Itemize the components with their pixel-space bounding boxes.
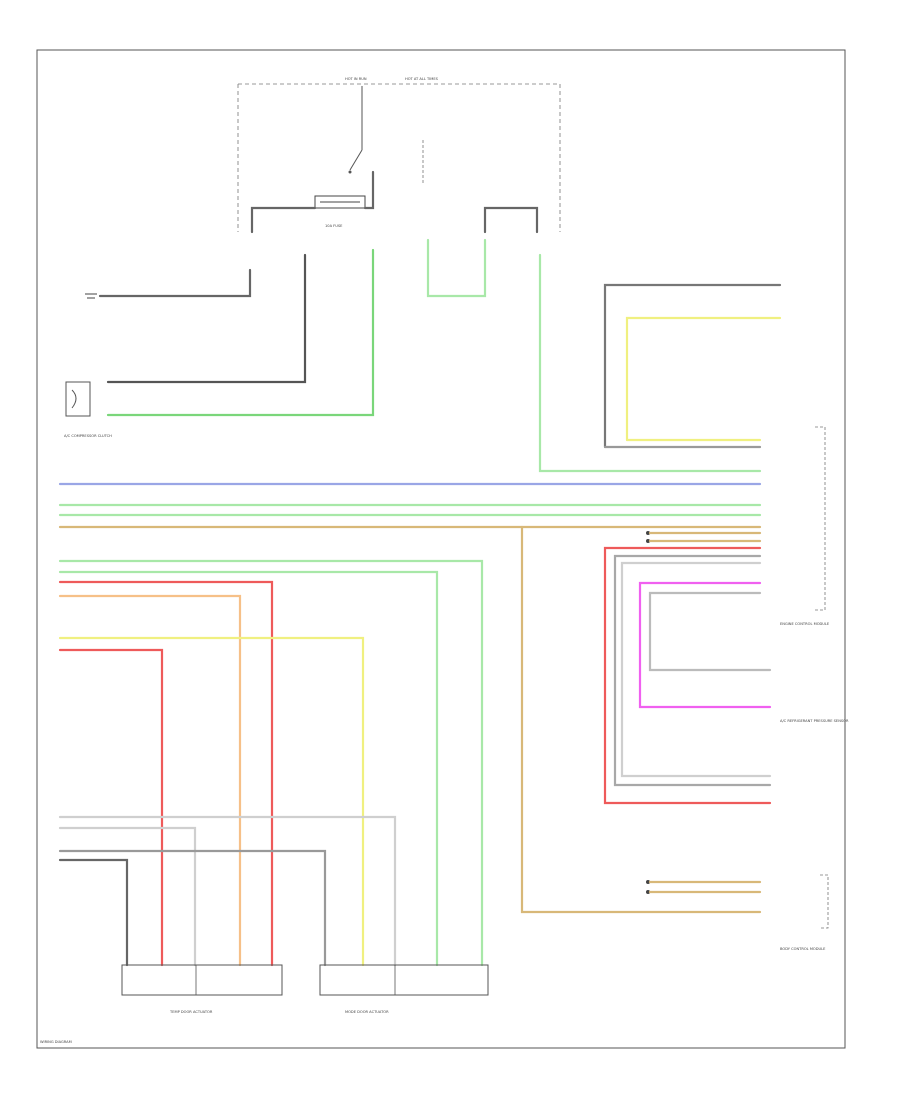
splice-dot-icon — [646, 890, 650, 894]
splice-dot-icon — [646, 880, 650, 884]
ground-icon — [85, 293, 97, 299]
wire-red-b — [58, 648, 164, 967]
wire-feed-right — [483, 206, 539, 234]
fuse-block-outline — [237, 83, 561, 232]
wire-dk-gray-a — [58, 849, 327, 967]
wire-power-feed — [250, 170, 375, 234]
wire-tan-to-bcm — [520, 525, 762, 914]
diagram-frame — [36, 49, 846, 1049]
splice-dot-icon — [646, 531, 650, 535]
wire-ecm-gray-1 — [613, 554, 772, 787]
ac-compressor-label: A/C COMPRESSOR CLUTCH — [64, 434, 112, 438]
wire-lt-green-a — [58, 559, 484, 967]
wire-relay-ecm-green — [538, 253, 762, 473]
wire-ecm-red — [603, 546, 772, 805]
splice-dot-icon — [646, 539, 650, 543]
motor-icon — [65, 381, 91, 417]
wire-yellow — [58, 636, 365, 967]
mode-door-label: MODE DOOR ACTUATOR — [345, 1010, 389, 1014]
wire-sensor-yellow — [625, 316, 782, 442]
wire-ac-comp-green — [106, 248, 375, 417]
ac-pressure-label: A/C REFRIGERANT PRESSURE SENSOR — [780, 719, 849, 723]
hot-in-run-label: HOT IN RUN — [345, 77, 367, 81]
temp-door-label: TEMP DOOR ACTUATOR — [169, 1010, 213, 1014]
hot-at-all-times-label: HOT AT ALL TIMES — [405, 77, 439, 81]
wire-ground-dk-gray — [98, 268, 252, 298]
bcm-label: BODY CONTROL MODULE — [780, 947, 826, 951]
wire-dk-gray-b — [58, 858, 129, 967]
wire-ecm-magenta — [638, 581, 772, 709]
wire-ecm-gray-2 — [620, 561, 772, 778]
fuse-icon — [314, 195, 366, 209]
bcm-connector-outline — [820, 874, 829, 929]
mode-door-actuator — [319, 964, 489, 996]
wire-gray-b — [58, 826, 197, 967]
temp-door-actuator — [121, 964, 283, 996]
wire-ecm-gray-3 — [648, 591, 772, 672]
wire-lt-green-b — [58, 570, 439, 967]
ecm-label: ENGINE CONTROL MODULE — [780, 622, 830, 626]
fuse-label: 10A FUSE — [325, 224, 343, 228]
wire-orange — [58, 594, 242, 967]
wire-ac-comp-black — [106, 253, 307, 384]
wire-relay-loop — [426, 238, 487, 298]
wire-sensor-gray — [603, 283, 782, 449]
switch-icon — [348, 86, 363, 174]
wire-red-a — [58, 580, 274, 967]
footer-label: WIRING DIAGRAM — [40, 1040, 72, 1044]
wire-gray-a — [58, 815, 397, 967]
ecm-connector-outline — [815, 426, 826, 611]
